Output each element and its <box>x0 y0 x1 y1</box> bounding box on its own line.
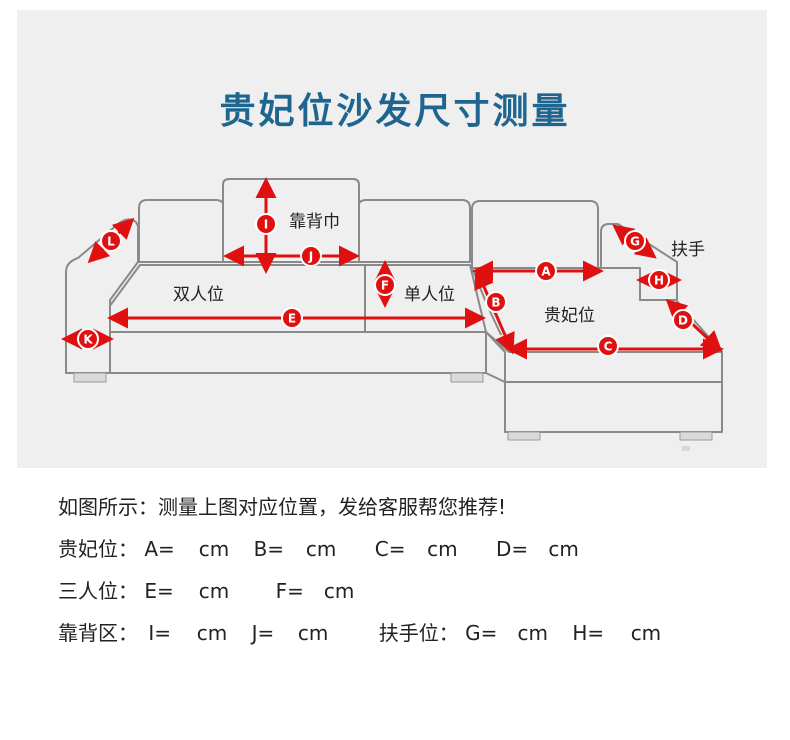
svg-text:A: A <box>541 265 551 279</box>
svg-text:D: D <box>678 314 688 328</box>
svg-text:I: I <box>264 218 268 232</box>
label-guifeiwei: 贵妃位 <box>544 306 595 326</box>
svg-text:C: C <box>604 340 613 354</box>
marker-c: C <box>597 335 619 357</box>
marker-g: G <box>624 230 646 252</box>
row-guifeiwei: 贵妃位： A= cm B= cm C= cm D= cm <box>58 534 661 576</box>
page-title: 贵妃位沙发尺寸测量 <box>219 91 571 132</box>
field-i-label: I= <box>148 621 172 645</box>
svg-text:L: L <box>107 235 115 249</box>
svg-text:G: G <box>630 235 640 249</box>
label-fushou: 扶手 <box>671 240 705 260</box>
marker-l: L <box>100 230 122 252</box>
label-shuangrenwei: 双人位 <box>173 285 224 305</box>
field-e-unit: cm <box>198 579 230 603</box>
marker-j: J <box>300 245 322 267</box>
field-e-label: E= <box>144 579 174 603</box>
field-a-unit: cm <box>198 537 230 561</box>
svg-text:B: B <box>491 296 500 310</box>
field-i-unit: cm <box>196 621 228 645</box>
field-g-unit: cm <box>517 621 548 645</box>
marker-d: D <box>672 309 694 331</box>
svg-text:E: E <box>288 312 296 326</box>
label-kaobeijin: 靠背巾 <box>289 212 340 232</box>
marker-e: E <box>281 307 303 329</box>
row1-label: 贵妃位： <box>58 537 138 561</box>
svg-text:K: K <box>83 333 93 347</box>
field-g-label: G= <box>465 621 498 645</box>
marker-b: B <box>485 291 507 313</box>
row3-label: 靠背区： <box>58 621 138 645</box>
field-j-label: J= <box>251 621 275 645</box>
sofa-diagram: E I J F K L A B C D G H <box>61 177 724 451</box>
row-sanrenwei: 三人位： E= cm F= cm <box>58 576 661 618</box>
marker-k: K <box>77 328 99 350</box>
svg-text:H: H <box>654 274 664 288</box>
field-h-label: H= <box>572 621 605 645</box>
row3-label2: 扶手位： <box>378 621 459 645</box>
marker-a: A <box>535 260 557 282</box>
field-j-unit: cm <box>297 621 329 645</box>
field-c-label: C= <box>374 537 406 561</box>
row-kaobeiqu: 靠背区： I= cm J= cm 扶手位： G= cm H= cm <box>58 618 661 660</box>
field-a-label: A= <box>144 537 175 561</box>
row2-label: 三人位： <box>58 579 138 603</box>
marker-f: F <box>374 274 396 296</box>
field-d-unit: cm <box>548 537 579 561</box>
field-f-unit: cm <box>323 579 355 603</box>
intro-line: 如图所示：测量上图对应位置，发给客服帮您推荐! <box>58 492 661 534</box>
measurement-instructions: 如图所示：测量上图对应位置，发给客服帮您推荐! 贵妃位： A= cm B= cm… <box>58 492 661 660</box>
intro-text: 如图所示：测量上图对应位置，发给客服帮您推荐! <box>58 495 507 519</box>
field-h-unit: cm <box>630 621 662 645</box>
sofa-outline <box>65 178 723 441</box>
svg-text:F: F <box>381 279 389 293</box>
marker-h: H <box>648 269 670 291</box>
marker-i: I <box>255 213 277 235</box>
field-b-label: B= <box>253 537 285 561</box>
label-danrenwei: 单人位 <box>404 285 455 305</box>
field-c-unit: cm <box>427 537 458 561</box>
field-f-label: F= <box>275 579 304 603</box>
field-d-label: D= <box>495 537 529 561</box>
svg-text:J: J <box>308 250 313 264</box>
field-b-unit: cm <box>305 537 337 561</box>
